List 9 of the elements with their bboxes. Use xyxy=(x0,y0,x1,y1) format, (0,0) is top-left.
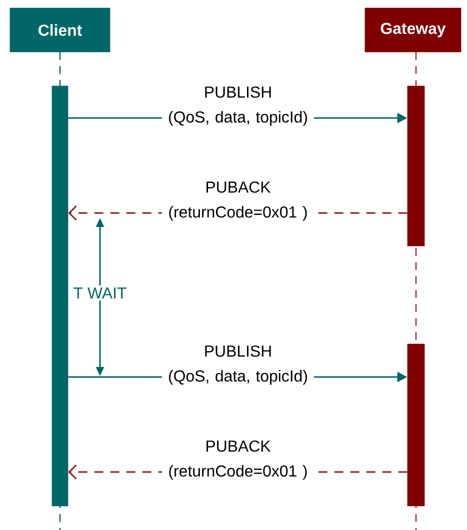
activation-bar xyxy=(52,86,68,506)
actor-box: Client xyxy=(10,8,110,52)
edge-label: PUBLISH (QoS, data, topicId) xyxy=(169,345,307,385)
edge-label: PUBACK (returnCode=0x01 ) xyxy=(169,181,307,221)
edge-label: PUBACK (returnCode=0x01 ) xyxy=(169,440,307,480)
activation-bar xyxy=(407,86,425,246)
edge-label: PUBLISH (QoS, data, topicId) xyxy=(169,86,307,126)
activation-bar xyxy=(407,344,425,506)
actor-box: Gateway xyxy=(364,8,462,52)
